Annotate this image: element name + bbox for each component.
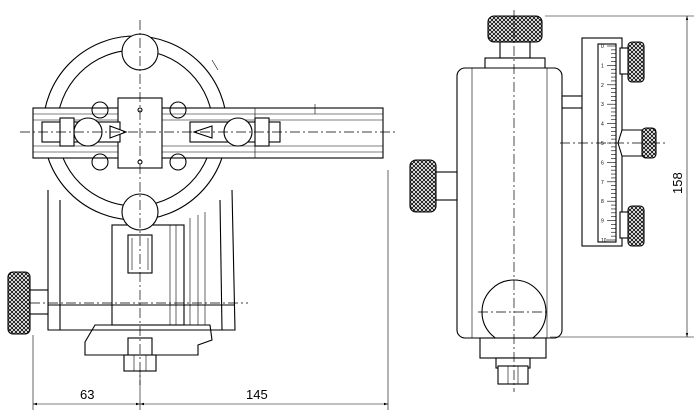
front-mid-knob <box>121 193 159 231</box>
side-left-knob-stem <box>435 171 458 201</box>
front-base <box>84 324 213 356</box>
scale-number: 5 <box>601 141 604 147</box>
dim-label-63: 63 <box>80 387 94 402</box>
scale-number: 6 <box>601 160 604 166</box>
dim-label-158: 158 <box>670 172 685 194</box>
clamp-hole-1 <box>91 101 109 119</box>
dim-label-145: 145 <box>246 387 268 402</box>
side-top-knob-stem <box>499 41 531 59</box>
scale-knob-mid-holder <box>617 129 643 157</box>
scale-numbers: 0 1 2 3 4 5 6 7 8 9 10 <box>601 44 607 244</box>
side-mount-arm <box>561 95 585 109</box>
front-knurled-knob <box>7 271 31 335</box>
side-base-block <box>479 337 547 359</box>
scale-number: 10 <box>601 238 607 244</box>
scale-number: 3 <box>601 102 604 108</box>
scale-knob-bottom-stem <box>619 211 629 239</box>
clamp-hole-3 <box>91 153 109 171</box>
scale-knob-top <box>627 41 645 83</box>
side-left-knob <box>409 159 437 213</box>
front-body-edge-right <box>219 199 223 331</box>
scale-ticks <box>607 45 616 241</box>
side-view: 0 1 2 3 4 5 6 7 8 9 10 158 <box>409 10 694 392</box>
scale-number: 2 <box>601 83 604 89</box>
disk-mark <box>211 59 219 71</box>
scale-number: 0 <box>601 44 604 50</box>
scale-number: 7 <box>601 180 604 186</box>
clamp-hole-2 <box>169 101 187 119</box>
scale-number: 4 <box>601 122 604 128</box>
front-view: 63 145 <box>7 20 395 410</box>
side-base-nut <box>497 365 529 385</box>
clamp-hole-4 <box>169 153 187 171</box>
scale-knob-top-stem <box>619 47 629 75</box>
scale-number: 9 <box>601 219 604 225</box>
side-top-knob <box>487 15 543 43</box>
scale-number: 8 <box>601 199 604 205</box>
scale-number: 1 <box>601 63 604 69</box>
knob-shaft <box>29 289 49 315</box>
scale-knob-bottom <box>627 205 645 247</box>
